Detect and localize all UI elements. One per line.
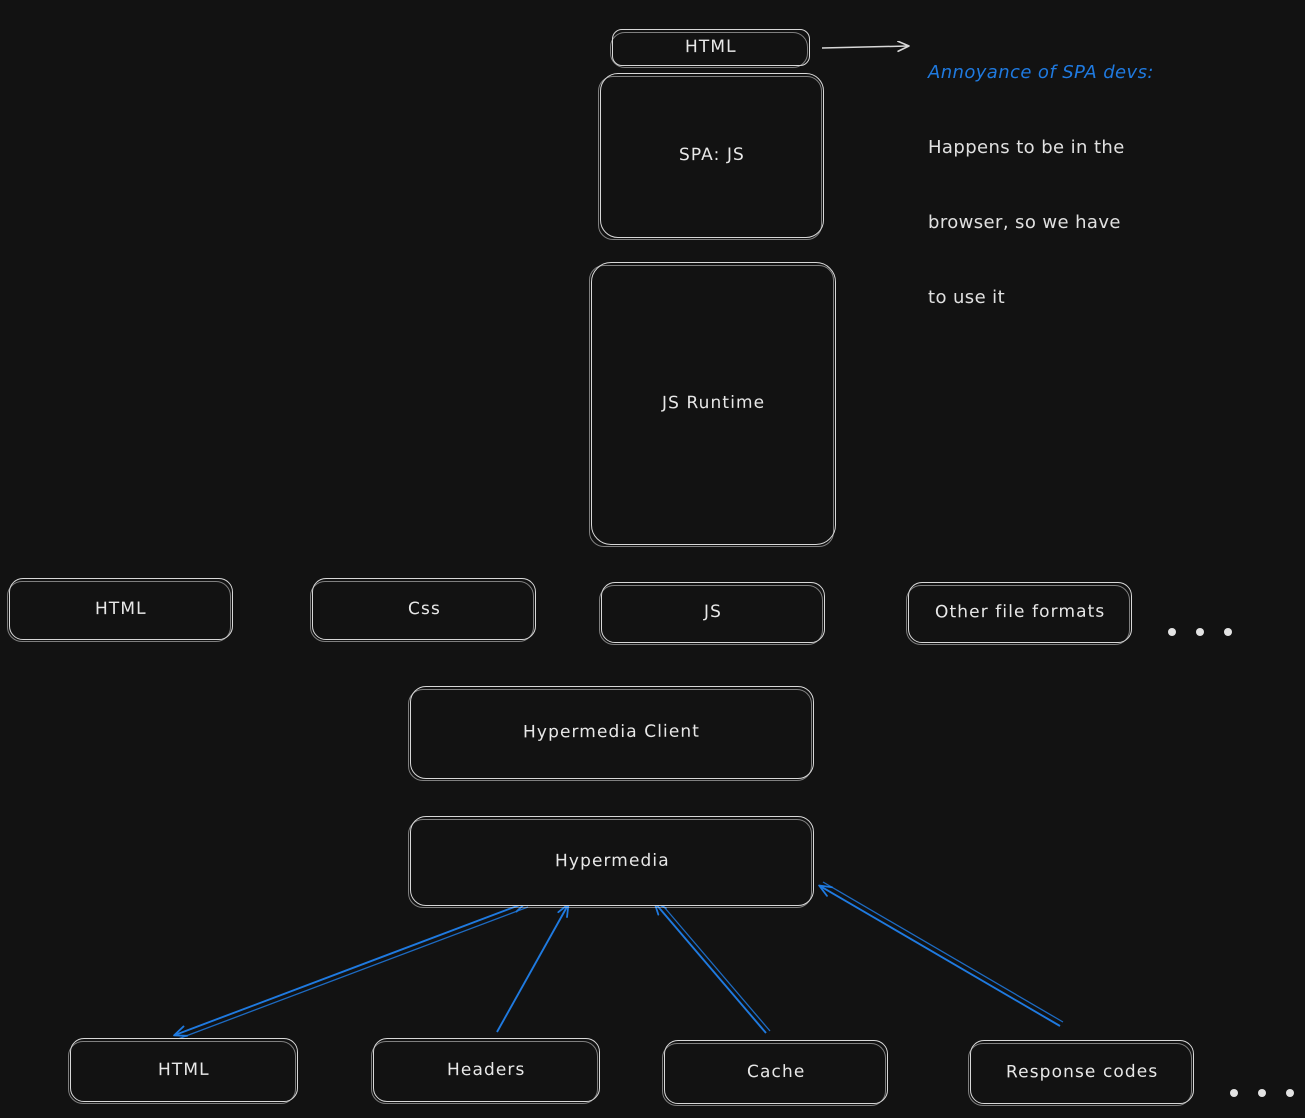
node-file-other-formats[interactable]: Other file formats [906, 582, 1132, 645]
node-hypermedia-client-label: Hypermedia Client [523, 721, 701, 743]
arrow-html-to-annotation [821, 46, 908, 48]
ellipsis-dot [1286, 1089, 1294, 1097]
node-file-html-label: HTML [95, 598, 147, 619]
node-file-other-formats-label: Other file formats [934, 601, 1106, 623]
node-http-cache-label: Cache [746, 1061, 806, 1082]
node-js-runtime[interactable]: JS Runtime [589, 262, 836, 547]
http-row-ellipsis [1230, 1089, 1294, 1097]
node-http-headers-label: Headers [447, 1059, 526, 1080]
ellipsis-dot [1168, 628, 1176, 636]
arrow-response-codes-to-hypermedia [818, 881, 1064, 1027]
node-http-headers[interactable]: Headers [371, 1038, 600, 1104]
ellipsis-dot [1258, 1089, 1266, 1097]
node-file-css[interactable]: Css [310, 578, 536, 642]
node-http-cache[interactable]: Cache [662, 1040, 888, 1106]
node-file-js-label: JS [703, 602, 723, 623]
node-js-runtime-label: JS Runtime [661, 393, 766, 414]
annotation-line-3: to use it [928, 287, 1006, 308]
ellipsis-dot [1230, 1089, 1238, 1097]
node-top-html[interactable]: HTML [610, 29, 810, 68]
annotation-line-2: browser, so we have [928, 212, 1121, 233]
annotation-heading: Annoyance of SPA devs: [928, 62, 1154, 83]
arrow-headers-to-hypermedia [496, 903, 570, 1033]
node-spa-js-label: SPA: JS [678, 145, 745, 166]
node-hypermedia-label: Hypermedia [554, 850, 670, 872]
node-http-response-codes[interactable]: Response codes [968, 1040, 1194, 1106]
ellipsis-dot [1224, 628, 1232, 636]
node-spa-js[interactable]: SPA: JS [598, 73, 824, 240]
node-hypermedia-client[interactable]: Hypermedia Client [408, 686, 814, 781]
arrow-http-html-to-hypermedia [173, 901, 529, 1040]
node-top-html-label: HTML [685, 37, 737, 58]
node-hypermedia[interactable]: Hypermedia [408, 816, 814, 908]
ellipsis-dot [1196, 628, 1204, 636]
node-file-js[interactable]: JS [599, 582, 825, 645]
file-row-ellipsis [1168, 628, 1232, 636]
node-http-html[interactable]: HTML [68, 1038, 298, 1104]
spa-annoyance-annotation: Annoyance of SPA devs: Happens to be in … [928, 10, 1228, 360]
node-http-html-label: HTML [158, 1059, 210, 1080]
node-file-css-label: Css [407, 598, 441, 619]
node-file-html[interactable]: HTML [7, 578, 233, 642]
node-http-response-codes-label: Response codes [1005, 1061, 1159, 1083]
annotation-line-1: Happens to be in the [928, 137, 1125, 158]
arrow-cache-to-hypermedia [653, 900, 771, 1034]
